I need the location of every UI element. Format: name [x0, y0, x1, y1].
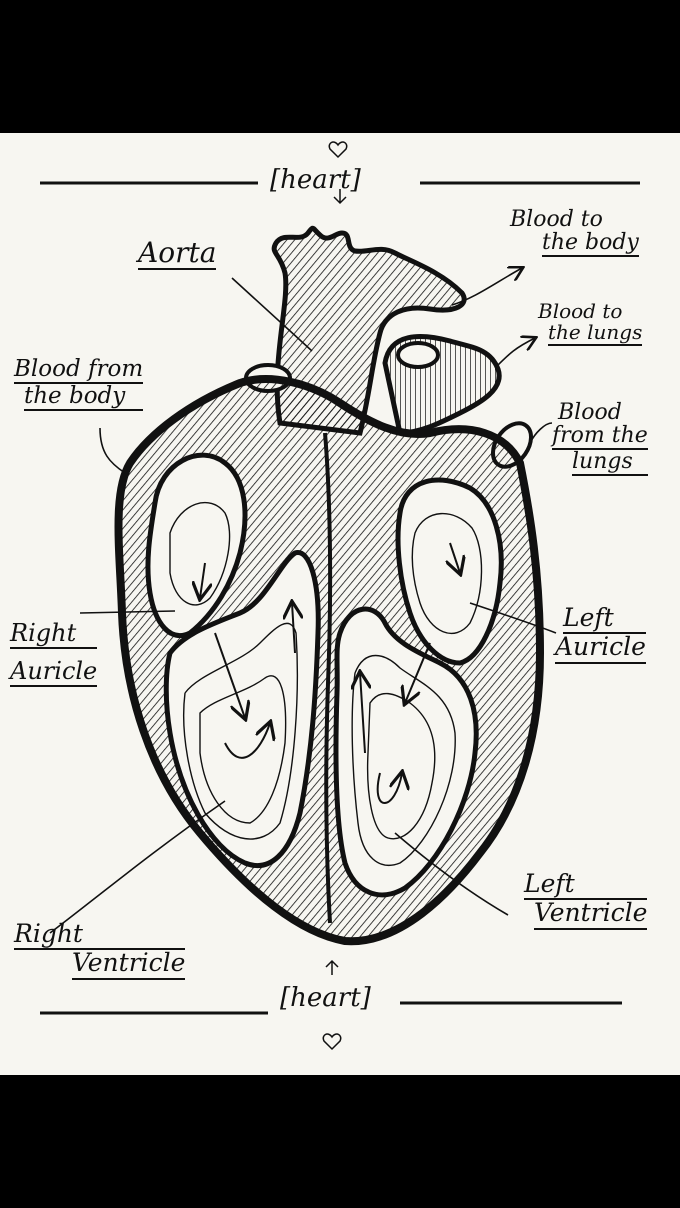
- pointer-lines: [49, 268, 557, 934]
- label-blood-from-body: Blood from the body: [14, 357, 144, 412]
- label-right-auricle-line-2: Auricle: [10, 659, 98, 688]
- label-blood-from-body-line-2: the body: [24, 384, 144, 412]
- label-left-ventricle-line-1: Left: [524, 870, 648, 901]
- label-right-ventricle-line-1: Right: [14, 920, 186, 951]
- top-heart-icon: [328, 141, 348, 159]
- heart-drawing: [40, 141, 640, 1051]
- label-left-auricle-line-1: Left: [563, 604, 646, 635]
- top-title: [heart]: [270, 165, 361, 195]
- bottom-heart-icon: [322, 1033, 342, 1051]
- paper-sheet: [heart] [heart] Aorta Blood to the body …: [0, 133, 680, 1075]
- flow-arrows: [200, 542, 460, 804]
- label-left-auricle: Left Auricle: [555, 604, 646, 664]
- label-blood-to-lungs-line-1: Blood to: [538, 299, 623, 323]
- label-right-auricle-line-1: Right: [10, 620, 98, 650]
- top-down-arrow-icon: [333, 189, 347, 205]
- label-left-ventricle-line-2: Ventricle: [534, 900, 648, 930]
- septum: [323, 432, 333, 924]
- left-ventricle-chamber: [333, 606, 479, 898]
- label-right-ventricle-line-2: Ventricle: [72, 950, 186, 980]
- label-left-auricle-line-2: Auricle: [555, 634, 646, 664]
- label-blood-to-body-line-2: the body: [542, 231, 639, 258]
- label-right-ventricle: Right Ventricle: [14, 920, 186, 980]
- label-blood-from-lungs-line-2: from the: [552, 424, 648, 451]
- label-blood-from-lungs-line-3: lungs: [572, 450, 648, 477]
- right-auricle-chamber: [145, 452, 248, 638]
- aorta-vessel: [271, 225, 467, 436]
- label-blood-from-lungs: Blood from the lungs: [552, 400, 648, 477]
- label-blood-from-body-line-1: Blood from: [14, 357, 144, 385]
- label-blood-to-body: Blood to the body: [510, 207, 639, 258]
- label-right-auricle: Right Auricle: [10, 620, 98, 688]
- label-blood-to-lungs-line-2: the lungs: [548, 320, 643, 346]
- label-blood-to-body-line-1: Blood to: [510, 207, 603, 232]
- label-left-ventricle: Left Ventricle: [524, 870, 648, 930]
- label-blood-to-lungs: Blood to the lungs: [538, 299, 643, 346]
- label-blood-from-lungs-line-1: Blood: [558, 400, 622, 425]
- bottom-up-arrow-icon: [325, 959, 339, 975]
- label-aorta: Aorta: [138, 236, 217, 271]
- pulmonary-artery-opening: [396, 341, 440, 369]
- label-aorta-line-1: Aorta: [138, 236, 217, 271]
- bottom-title: [heart]: [280, 983, 371, 1013]
